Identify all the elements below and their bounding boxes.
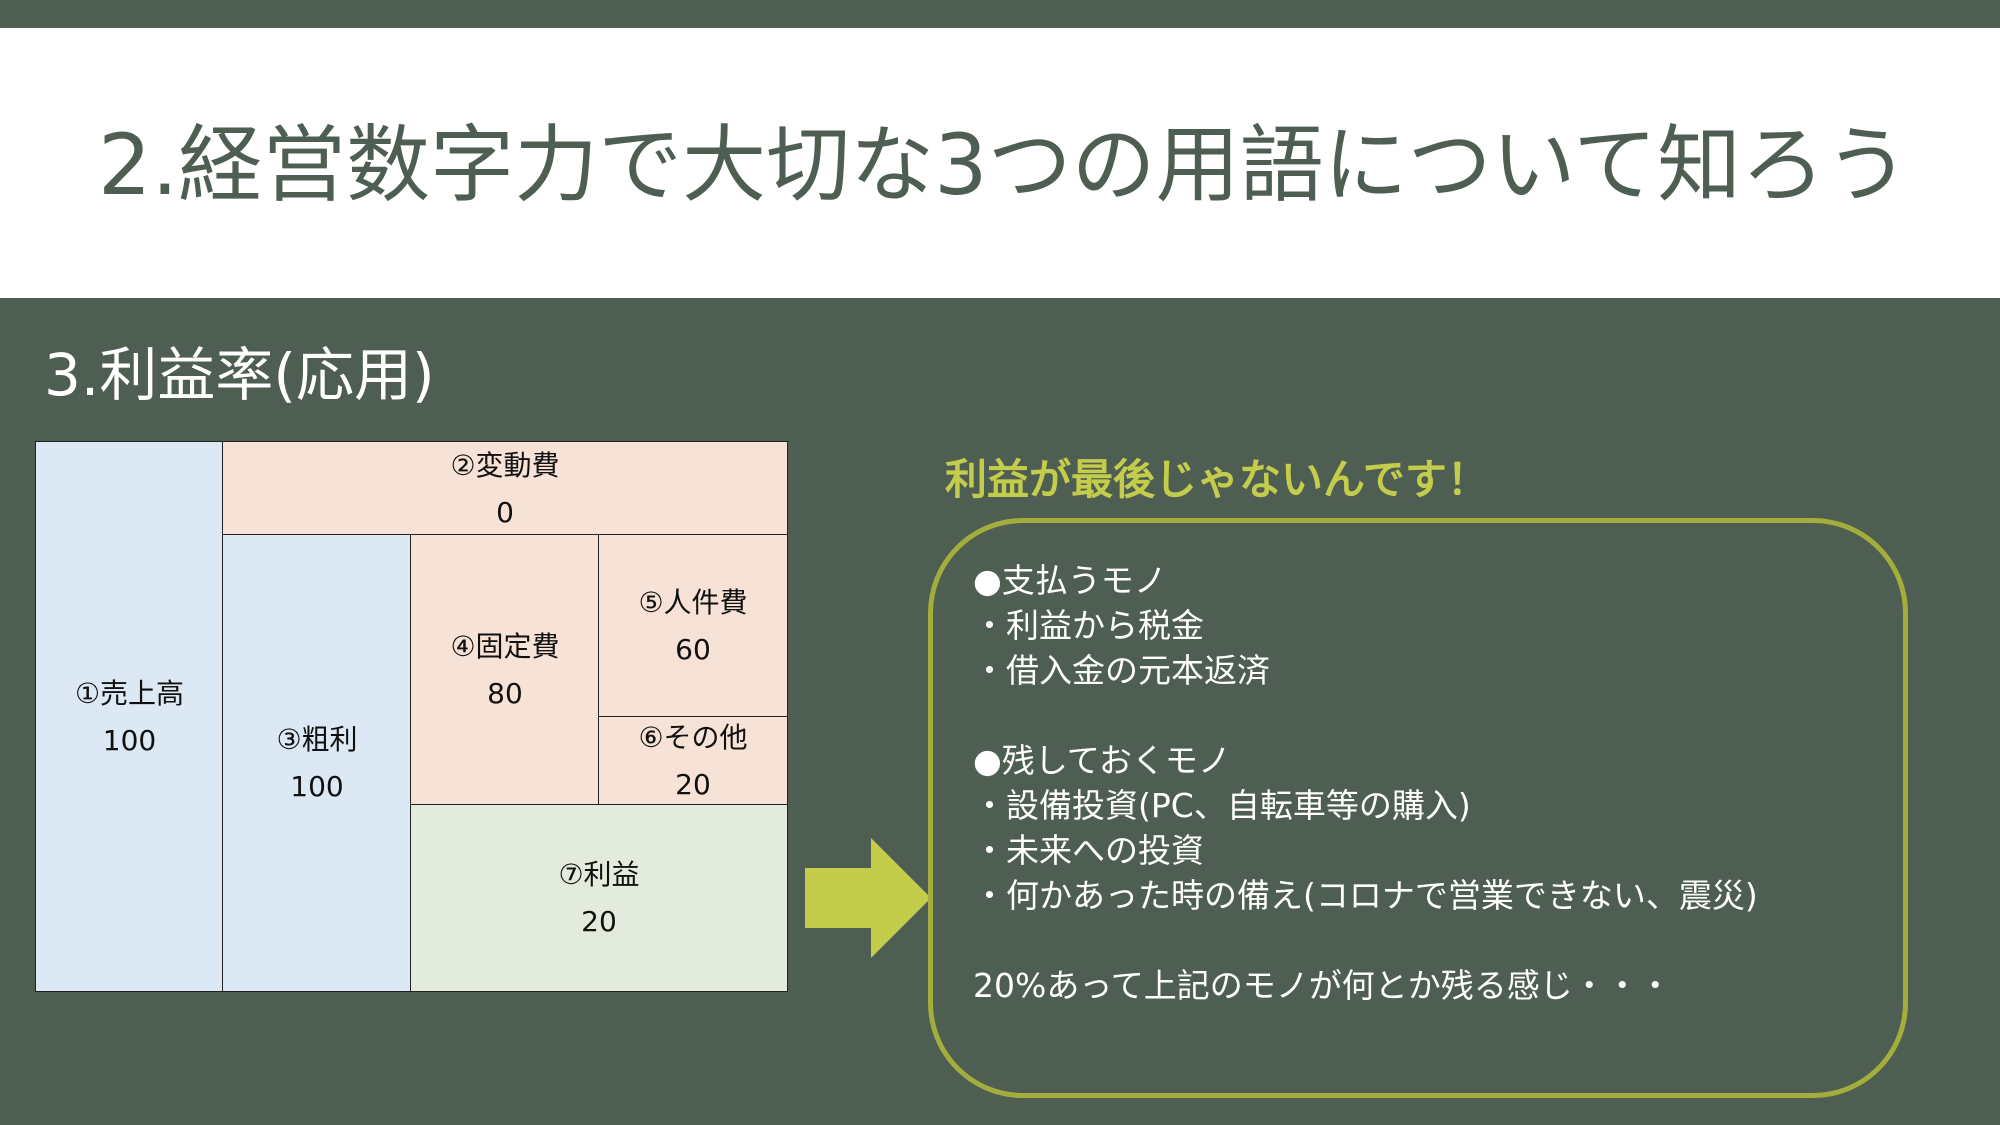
keep-item: ・未来への投資	[973, 831, 1204, 870]
labor-cost-box: ⑤人件費 60	[598, 534, 788, 718]
other-cost-label: ⑥その他	[638, 721, 748, 754]
right-arrow-icon	[805, 838, 931, 958]
pay-item: ・利益から税金	[973, 606, 1204, 645]
sales-box: ①売上高 100	[35, 441, 224, 992]
pay-heading: ●支払うモノ	[973, 561, 1167, 600]
fixed-cost-label: ④固定費	[450, 630, 560, 663]
gross-profit-box: ③粗利 100	[222, 534, 412, 992]
keep-item: ・何かあった時の備え(コロナで営業できない、震災)	[973, 876, 1758, 915]
variable-cost-box: ②変動費 0	[222, 441, 788, 536]
keep-item: ・設備投資(PC、自転車等の購入)	[973, 786, 1471, 825]
conclusion-text: 20%あって上記のモノが何とか残る感じ・・・	[973, 966, 1672, 1005]
title-band	[0, 28, 2000, 298]
spacer	[973, 918, 1758, 963]
labor-cost-value: 60	[675, 633, 711, 666]
callout-box	[928, 518, 1908, 1098]
variable-cost-value: 0	[496, 495, 514, 529]
fixed-cost-value: 80	[487, 677, 523, 710]
pay-item: ・借入金の元本返済	[973, 651, 1270, 690]
callout-content: ●支払うモノ ・利益から税金 ・借入金の元本返済 ●残しておくモノ ・設備投資(…	[973, 558, 1758, 1008]
profit-box: ⑦利益 20	[410, 804, 788, 992]
sales-label: ①売上高	[74, 676, 185, 710]
sales-value: 100	[102, 723, 157, 757]
profit-value: 20	[581, 905, 617, 938]
section-subtitle: 3.利益率(応用)	[44, 341, 435, 409]
keep-heading: ●残しておくモノ	[973, 741, 1231, 780]
page-title: 2.経営数字力で大切な3つの用語について知ろう	[98, 116, 1910, 214]
variable-cost-label: ②変動費	[450, 448, 560, 482]
gross-profit-label: ③粗利	[276, 723, 358, 756]
profit-label: ⑦利益	[558, 858, 640, 891]
labor-cost-label: ⑤人件費	[638, 586, 748, 619]
fixed-cost-box: ④固定費 80	[410, 534, 600, 806]
spacer	[973, 693, 1758, 738]
other-cost-box: ⑥その他 20	[598, 716, 788, 806]
gross-profit-value: 100	[290, 770, 344, 803]
callout-headline: 利益が最後じゃないんです！	[945, 455, 1489, 504]
other-cost-value: 20	[675, 768, 711, 801]
